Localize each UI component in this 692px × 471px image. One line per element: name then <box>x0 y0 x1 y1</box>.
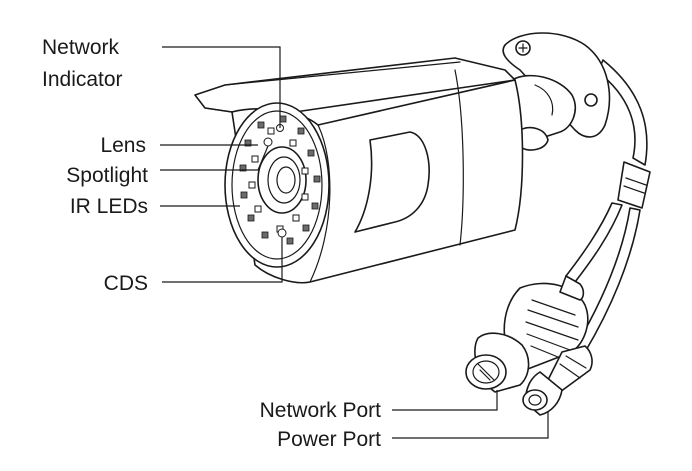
spotlight-led <box>263 137 273 147</box>
network-indicator-leader <box>162 46 281 128</box>
cable-splitter <box>617 161 651 209</box>
lens <box>257 146 307 214</box>
label-network-indicator-line1: Network <box>42 36 120 59</box>
label-cds: CDS <box>104 272 148 295</box>
label-lens: Lens <box>100 134 146 157</box>
camera-mount <box>502 32 611 151</box>
power-port-leader <box>392 412 549 439</box>
camera-body <box>194 57 524 284</box>
label-spotlight: Spotlight <box>66 164 148 187</box>
cds-sensor <box>277 228 287 238</box>
network-connector <box>465 275 589 393</box>
label-ir-leds: IR LEDs <box>70 195 148 218</box>
network-port-leader <box>392 390 498 411</box>
cds-leader <box>162 237 283 283</box>
label-power-port: Power Port <box>277 428 381 451</box>
side-cutout <box>354 131 430 233</box>
power-connector <box>522 345 593 416</box>
label-network-port: Network Port <box>260 399 382 422</box>
callout-lines <box>160 46 549 439</box>
power-connector-body <box>547 345 593 393</box>
spotlight-leader <box>160 145 269 171</box>
callout-labels: Network Indicator Lens Spotlight IR LEDs… <box>42 36 381 451</box>
label-network-indicator-line2: Indicator <box>42 68 123 91</box>
